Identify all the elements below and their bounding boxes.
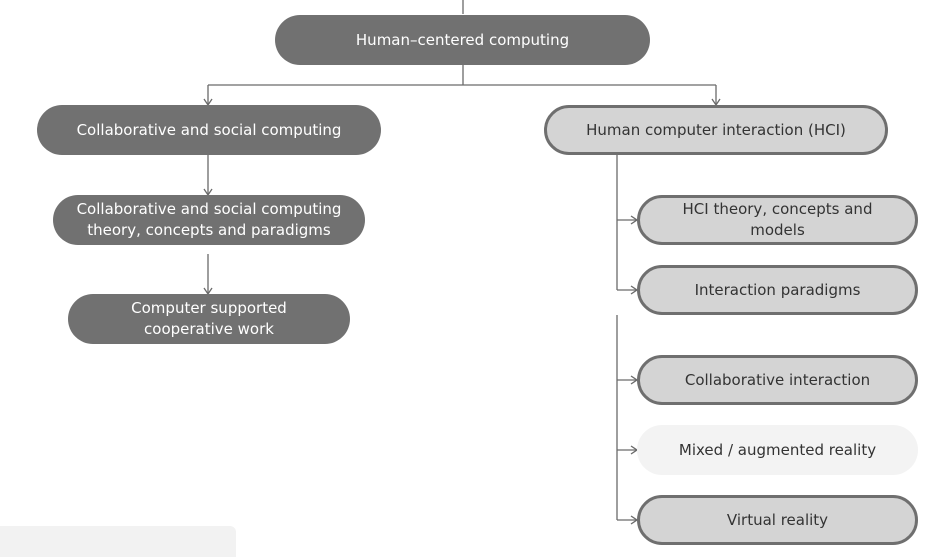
node-virtual-reality: Virtual reality bbox=[637, 495, 918, 545]
node-label: HCI theory, concepts and models bbox=[682, 200, 873, 239]
node-label: Interaction paradigms bbox=[694, 280, 861, 299]
node-mixed-augmented-reality: Mixed / augmented reality bbox=[637, 425, 918, 475]
node-collaborative-interaction: Collaborative interaction bbox=[637, 355, 918, 405]
node-human-centered-computing: Human–centered computing bbox=[275, 15, 650, 65]
node-label: Collaborative and social computing bbox=[76, 120, 342, 139]
node-label: Computer supported cooperative work bbox=[131, 299, 287, 338]
node-collaborative-social-computing: Collaborative and social computing bbox=[37, 105, 381, 155]
node-label: Collaborative and social computing theor… bbox=[76, 200, 342, 239]
node-label: Human computer interaction (HCI) bbox=[586, 120, 846, 139]
node-interaction-paradigms: Interaction paradigms bbox=[637, 265, 918, 315]
node-collab-theory-concepts-paradigms: Collaborative and social computing theor… bbox=[53, 195, 365, 245]
node-label: Mixed / augmented reality bbox=[678, 440, 877, 459]
node-human-computer-interaction: Human computer interaction (HCI) bbox=[544, 105, 888, 155]
corner-panel bbox=[0, 526, 236, 557]
edge-root-split bbox=[208, 65, 716, 86]
node-label: Virtual reality bbox=[726, 510, 829, 529]
node-label: Human–centered computing bbox=[355, 30, 570, 49]
node-hci-theory-concepts-models: HCI theory, concepts and models bbox=[637, 195, 918, 245]
node-computer-supported-cooperative-work: Computer supported cooperative work bbox=[68, 294, 350, 344]
node-label: Collaborative interaction bbox=[684, 370, 871, 389]
